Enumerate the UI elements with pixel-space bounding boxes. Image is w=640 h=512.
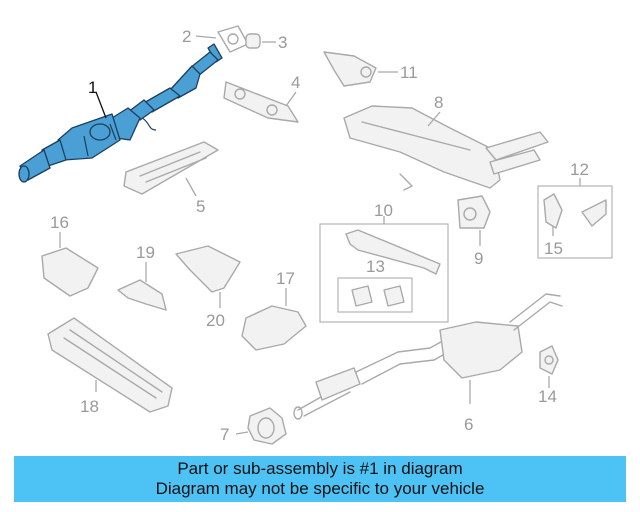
part-4-bracket[interactable]	[223, 81, 299, 123]
part-2-gasket[interactable]	[217, 25, 249, 53]
callout-5: 5	[196, 197, 205, 216]
callout-8: 8	[434, 93, 443, 112]
callout-1: 1	[88, 78, 97, 97]
callout-6: 6	[464, 415, 473, 434]
callout-20: 20	[206, 311, 225, 330]
part-1-catalytic-converter[interactable]	[18, 43, 223, 183]
part-18-floor-heat-shield[interactable]	[47, 317, 173, 413]
callout-14: 14	[538, 387, 557, 406]
part-12-group-box	[537, 185, 613, 259]
callout-9: 9	[474, 249, 483, 268]
callout-2: 2	[182, 27, 191, 46]
banner-line-2: Diagram may not be specific to your vehi…	[155, 479, 485, 498]
part-15-hanger[interactable]	[543, 193, 607, 229]
part-17-heat-shield[interactable]	[241, 305, 307, 351]
part-14-hanger[interactable]	[539, 345, 559, 375]
part-20-bracket[interactable]	[175, 245, 241, 293]
callout-4: 4	[291, 73, 300, 92]
exhaust-parts-diagram: 1 2 3 4 5 8 11	[18, 25, 613, 445]
callout-17: 17	[276, 269, 295, 288]
banner-line-1: Part or sub-assembly is #1 in diagram	[177, 459, 463, 478]
info-banner: Part or sub-assembly is #1 in diagram Di…	[14, 456, 626, 502]
part-5-heat-shield[interactable]	[123, 141, 219, 195]
part-11-hanger-bracket[interactable]	[323, 51, 377, 87]
part-6-exhaust-pipe-assembly[interactable]	[293, 293, 563, 420]
part-10-crossmember[interactable]	[345, 229, 441, 275]
part-7-clamp[interactable]	[247, 407, 287, 445]
part-13-group-box	[337, 277, 413, 313]
callout-3: 3	[278, 33, 287, 52]
callout-19: 19	[136, 243, 155, 262]
part-13-isolators[interactable]	[351, 285, 405, 307]
callout-11: 11	[400, 63, 418, 82]
part-9-rubber-mount[interactable]	[457, 195, 491, 229]
part-19-bracket[interactable]	[117, 279, 167, 311]
callout-15: 15	[544, 239, 563, 258]
callout-10: 10	[374, 201, 393, 220]
callout-13: 13	[366, 257, 385, 276]
part-3-nut[interactable]	[245, 33, 261, 49]
part-8-rear-muffler[interactable]	[343, 105, 549, 191]
callout-12: 12	[570, 160, 589, 179]
callout-18: 18	[80, 397, 99, 416]
callout-7: 7	[220, 425, 229, 444]
callout-16: 16	[50, 213, 69, 232]
part-16-heat-shield[interactable]	[41, 247, 99, 297]
